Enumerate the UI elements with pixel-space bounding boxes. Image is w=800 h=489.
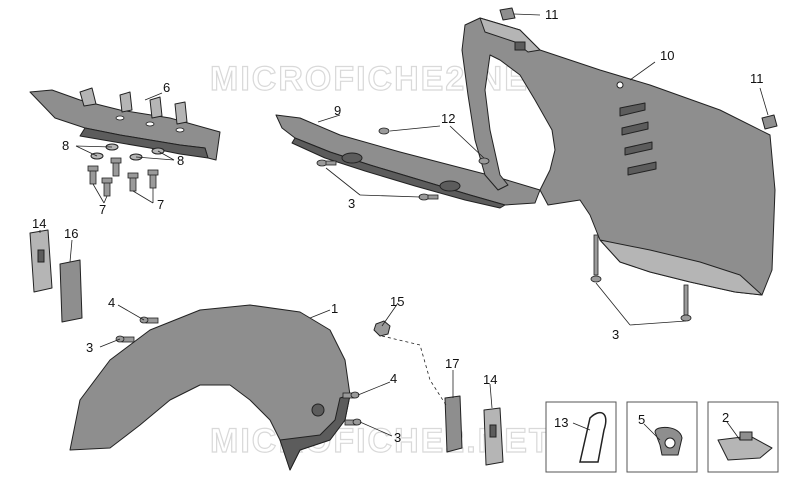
- bracket-part-14-right: [483, 407, 504, 466]
- bracket-part-6: [29, 87, 221, 161]
- callout-4-left: 4: [108, 295, 115, 310]
- callout-13: 13: [554, 415, 568, 430]
- callout-10: 10: [660, 48, 674, 63]
- callout-6: 6: [163, 80, 170, 95]
- screws-part-12: [378, 127, 490, 165]
- callout-3-right: 3: [612, 327, 619, 342]
- clip-part-13: [579, 411, 607, 463]
- callout-3-bottom: 3: [394, 430, 401, 445]
- rubber-plugs-part-11: [499, 7, 778, 130]
- callout-8-left: 8: [62, 138, 69, 153]
- callout-11-top: 11: [545, 7, 559, 22]
- callout-7-right: 7: [157, 197, 164, 212]
- bracket-part-16: [59, 259, 83, 323]
- callout-12: 12: [441, 111, 455, 126]
- fender-screws: [115, 316, 362, 426]
- nut-part-15: [373, 320, 391, 337]
- callout-14-left: 14: [32, 216, 46, 231]
- callout-labels: 6 8 8 7 7 9 12 3 11 10 11 3 14 16 1 4 3 …: [32, 7, 764, 445]
- callout-11-right: 11: [750, 71, 764, 86]
- bar-part-9: [275, 114, 541, 209]
- callout-3-left: 3: [86, 340, 93, 355]
- speed-nut-part-2: [717, 431, 773, 461]
- callout-4-right: 4: [390, 371, 397, 386]
- callout-16: 16: [64, 226, 78, 241]
- clamp-part-5: [654, 426, 683, 456]
- callout-9: 9: [334, 103, 341, 118]
- callout-1: 1: [331, 301, 338, 316]
- bracket-part-17: [444, 395, 463, 453]
- rear-cover-part-10: [461, 17, 776, 296]
- callout-2: 2: [722, 410, 729, 425]
- callout-5: 5: [638, 412, 645, 427]
- front-fender-part-1: [69, 304, 351, 471]
- callout-8-right: 8: [177, 153, 184, 168]
- screws-part-3-top: [316, 159, 692, 322]
- callout-14-right: 14: [483, 372, 497, 387]
- callout-3-top: 3: [348, 196, 355, 211]
- bracket-part-14-left: [29, 229, 53, 293]
- screws-part-7: [87, 157, 159, 197]
- watermark-top: MICROFICHE2.NET: [210, 60, 552, 98]
- callout-7-left: 7: [99, 202, 106, 217]
- callout-15: 15: [390, 294, 404, 309]
- leader-lines: [39, 13, 769, 441]
- callout-17: 17: [445, 356, 459, 371]
